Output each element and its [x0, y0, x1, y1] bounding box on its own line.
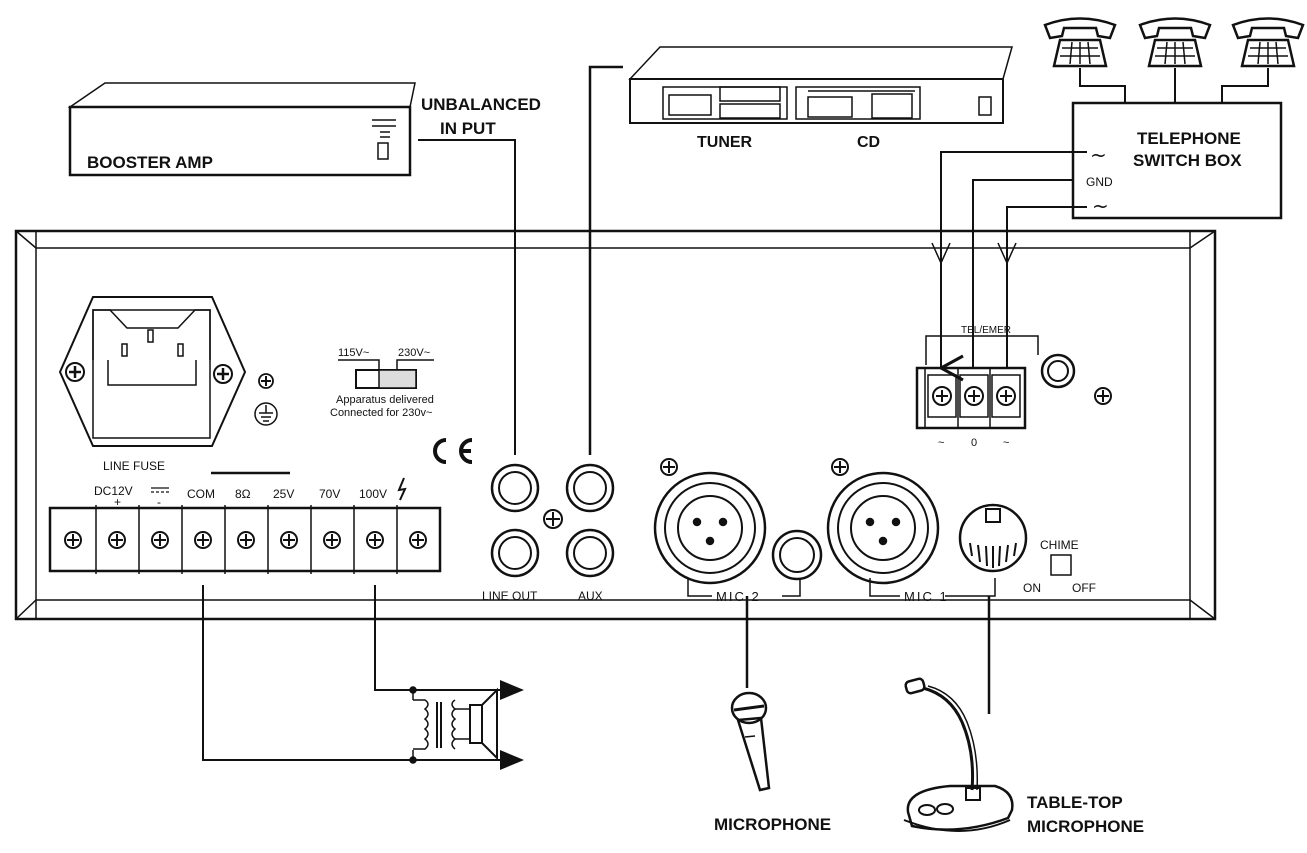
mic2-xlr-jack[interactable] — [653, 471, 767, 585]
mic1-screw-icon — [831, 458, 849, 476]
line-out-jack[interactable] — [490, 528, 540, 578]
terminal-minus-label: - — [157, 495, 161, 509]
ground-symbol-icon — [254, 402, 278, 426]
terminal-8ohm-label: 8Ω — [235, 487, 251, 501]
voltage-230-label: 230V~ — [398, 347, 430, 359]
unbalanced-input-label-2: IN PUT — [440, 119, 496, 138]
cd-label: CD — [857, 134, 880, 151]
aux-jack[interactable] — [565, 528, 615, 578]
mic2-bracket — [687, 578, 801, 597]
microphone-label: MICROPHONE — [714, 815, 831, 834]
unbalanced-input-wire — [418, 139, 516, 455]
mic1-bracket — [869, 578, 996, 597]
tuner-cd-unit — [628, 46, 1013, 124]
terminal-70v-label: 70V — [319, 487, 340, 501]
mic2-phone-jack[interactable] — [771, 529, 823, 581]
tilde-2: ~ — [1092, 194, 1109, 218]
speaker-terminal-block[interactable] — [48, 505, 442, 574]
chime-switch[interactable] — [1050, 554, 1072, 576]
mic1-xlr-jack[interactable] — [826, 471, 940, 585]
aux-label: AUX — [578, 589, 603, 603]
terminal-screws — [64, 531, 427, 549]
tilde-1: ~ — [1090, 143, 1107, 167]
rear-panel — [14, 229, 1217, 621]
panel-screw-right-icon — [1094, 387, 1112, 405]
telephone-1-icon — [1043, 17, 1117, 68]
chime-label: CHIME — [1040, 538, 1079, 552]
handheld-microphone-icon — [730, 691, 771, 792]
inlet-screw-right-icon — [213, 364, 233, 384]
tuner-label: TUNER — [697, 134, 753, 151]
ground-screw-icon — [258, 373, 274, 389]
tel-term-label-3: ~ — [1003, 437, 1009, 449]
line-fuse-label: LINE FUSE — [103, 459, 165, 473]
terminal-25v-label: 25V — [273, 487, 294, 501]
terminal-100v-label: 100V — [359, 487, 387, 501]
chime-on-label: ON — [1023, 581, 1041, 595]
booster-amp-device — [67, 82, 416, 177]
terminal-dc12v-label: DC12V — [94, 484, 133, 498]
voltage-115-label: 115V~ — [338, 347, 369, 359]
center-screw-icon — [543, 509, 563, 529]
tel-emer-bracket — [925, 335, 1039, 365]
rca-jack-1[interactable] — [490, 463, 540, 513]
speaker-com-wire — [202, 585, 524, 770]
telephone-label: TELEPHONE — [1137, 129, 1241, 148]
telephone-switch-box — [1071, 101, 1283, 220]
voltage-selector-switch[interactable] — [338, 359, 434, 389]
apparatus-note-1: Apparatus delivered — [336, 394, 434, 406]
rca-jack-2[interactable] — [565, 463, 615, 513]
mic2-screw-icon — [660, 458, 678, 476]
tel-jack[interactable] — [1040, 353, 1076, 389]
booster-amp-label: BOOSTER AMP — [87, 153, 213, 172]
power-inlet[interactable] — [58, 296, 247, 447]
din-socket[interactable] — [958, 503, 1028, 573]
mic2-label: MIC 2 — [716, 589, 761, 604]
unbalanced-input-label-1: UNBALANCED — [421, 95, 541, 114]
terminal-plus-label: + — [114, 495, 121, 509]
chime-off-label: OFF — [1072, 581, 1096, 595]
tabletop-label-1: TABLE-TOP — [1027, 793, 1123, 812]
aux-wire — [588, 65, 623, 455]
mic1-label: MIC 1 — [904, 589, 949, 604]
switch-box-label: SWITCH BOX — [1133, 151, 1242, 170]
tel-emer-label: TEL/EMER — [961, 325, 1011, 336]
tabletop-microphone-icon — [903, 677, 1014, 832]
line-out-label: LINE OUT — [482, 589, 538, 603]
apparatus-note-2: Connected for 230v~ — [330, 407, 432, 419]
ce-mark-icon — [433, 438, 473, 464]
tel-term-label-2: 0 — [971, 437, 977, 449]
telephone-3-icon — [1231, 17, 1305, 68]
tel-emer-terminal[interactable] — [915, 366, 1027, 430]
telephone-2-icon — [1138, 17, 1212, 68]
lightning-icon — [397, 477, 407, 501]
speaker-transformer-icon — [412, 687, 498, 761]
speaker-100v-wire — [374, 585, 524, 700]
tabletop-label-2: MICROPHONE — [1027, 817, 1144, 836]
tel-term-label-1: ~ — [938, 437, 944, 449]
terminal-com-label: COM — [187, 487, 215, 501]
inlet-screw-left-icon — [65, 362, 85, 382]
gnd-label: GND — [1086, 175, 1113, 189]
